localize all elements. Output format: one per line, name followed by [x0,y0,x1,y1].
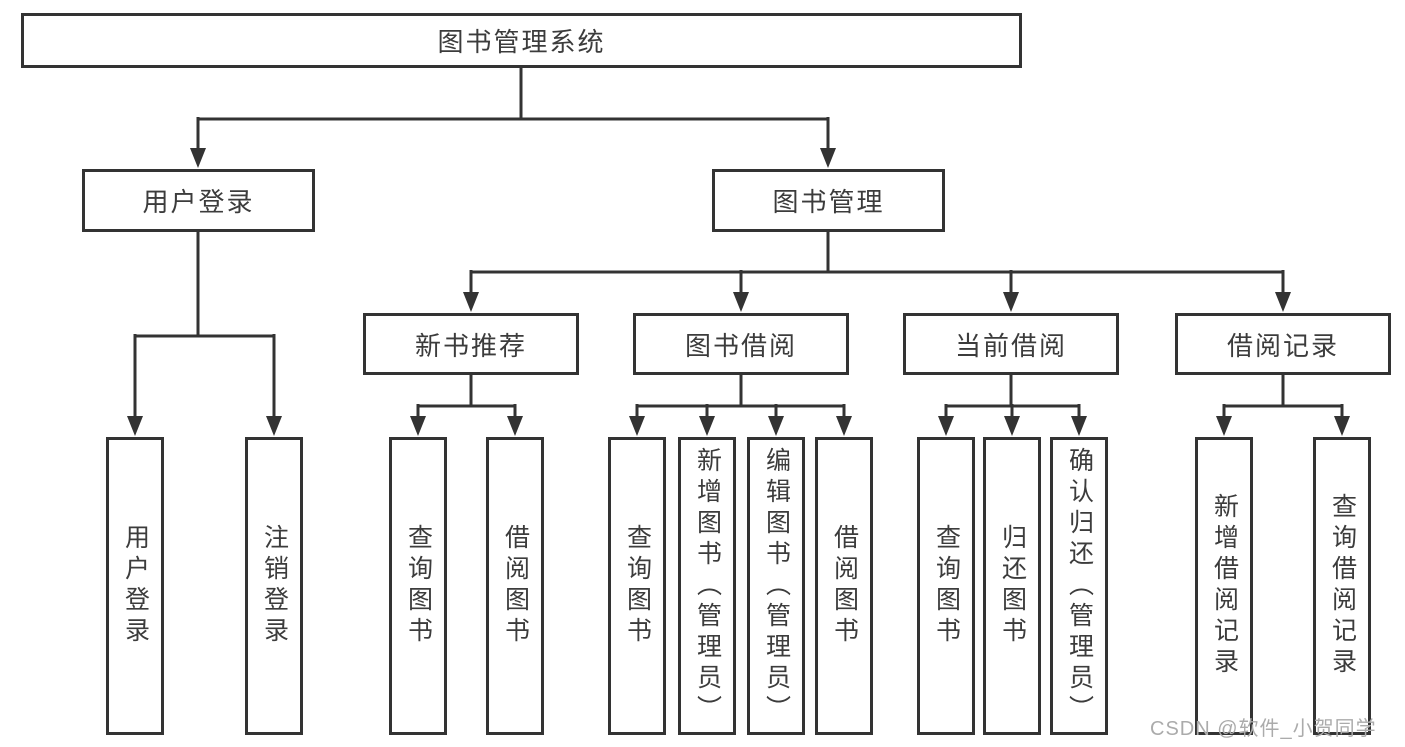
leaf-query-books-1: 查询图书 [389,437,447,735]
connector-newbooks-to-leaves [416,373,517,420]
leaf-add-books-admin: 新增图书（管理员） [678,437,736,735]
arrowhead-icon [768,416,784,436]
leaf-query-books-3: 查询图书 [917,437,975,735]
leaf-confirm-return-admin: 确认归还（管理员） [1050,437,1108,735]
node-user-login: 用户登录 [82,169,315,232]
arrowhead-icon [629,416,645,436]
arrowhead-icon [699,416,715,436]
arrowhead-icon [1275,292,1291,312]
leaf-query-books-2: 查询图书 [608,437,666,735]
connector-mgmt-to-level3 [469,230,1285,296]
leaf-logout: 注销登录 [245,437,303,735]
node-borrowing-records: 借阅记录 [1175,313,1391,375]
leaf-query-borrow-record: 查询借阅记录 [1313,437,1371,735]
node-root-library-system: 图书管理系统 [21,13,1022,68]
node-new-book-recommend: 新书推荐 [363,313,579,375]
connector-records-to-leaves [1222,373,1344,420]
leaf-borrow-books-2: 借阅图书 [815,437,873,735]
arrowhead-icon [820,148,836,168]
csdn-watermark: CSDN @软件_小贺同学 [1150,718,1377,740]
arrowheads [127,148,1350,436]
arrowhead-icon [127,416,143,436]
leaf-borrow-books-1: 借阅图书 [486,437,544,735]
arrowhead-icon [938,416,954,436]
node-book-management: 图书管理 [712,169,945,232]
arrowhead-icon [410,416,426,436]
connector-login-to-leaves [133,230,276,420]
arrowhead-icon [1216,416,1232,436]
node-current-borrowing: 当前借阅 [903,313,1119,375]
leaf-add-borrow-record: 新增借阅记录 [1195,437,1253,735]
leaf-return-books: 归还图书 [983,437,1041,735]
arrowhead-icon [1003,292,1019,312]
leaf-edit-books-admin: 编辑图书（管理员） [747,437,805,735]
node-book-borrowing: 图书借阅 [633,313,849,375]
arrowhead-icon [190,148,206,168]
connector-borrow-to-leaves [635,373,846,420]
arrowhead-icon [266,416,282,436]
arrowhead-icon [836,416,852,436]
arrowhead-icon [1071,416,1087,436]
arrowhead-icon [463,292,479,312]
arrowhead-icon [733,292,749,312]
arrowhead-icon [507,416,523,436]
connector-root-to-level2 [196,66,830,151]
arrowhead-icon [1004,416,1020,436]
leaf-user-login: 用户登录 [106,437,164,735]
connector-current-to-leaves [944,373,1081,420]
arrowhead-icon [1334,416,1350,436]
